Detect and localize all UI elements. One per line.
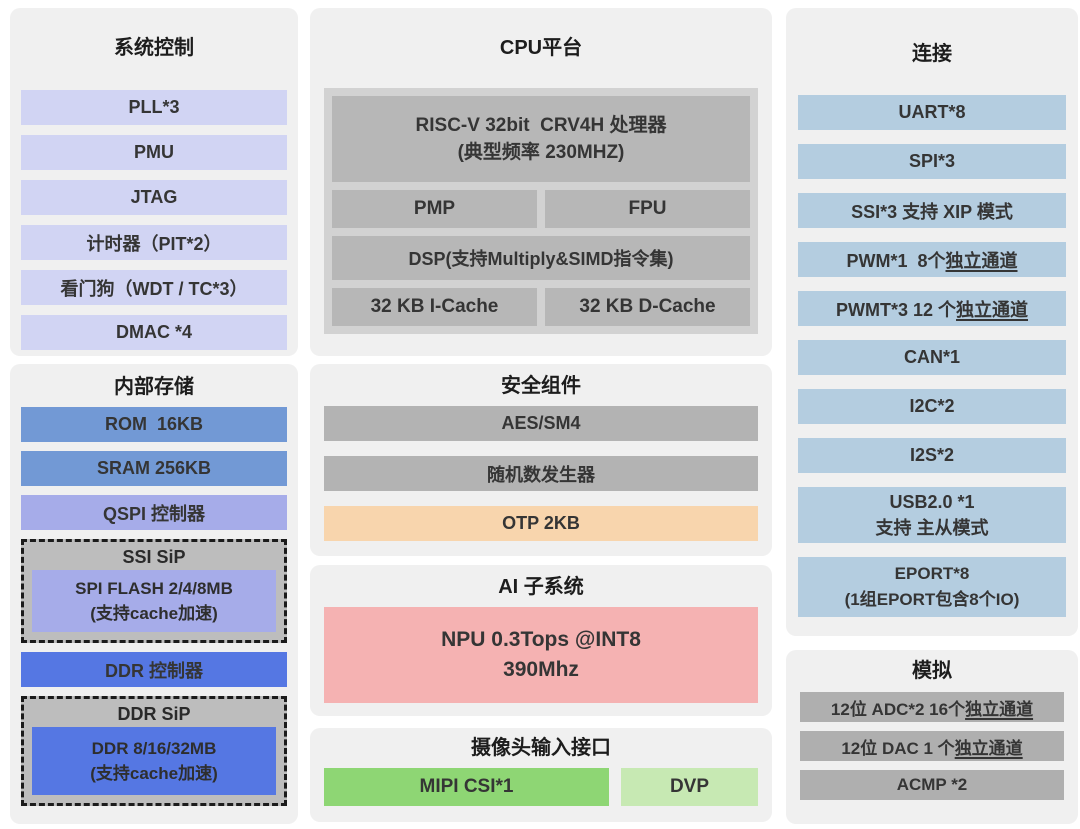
- block-icache: 32 KB I-Cache: [332, 288, 537, 326]
- spi-flash-line1: SPI FLASH 2/4/8MB: [75, 579, 233, 598]
- block-timer-pit: 计时器（PIT*2）: [21, 225, 287, 260]
- riscv-line1: RISC-V 32bit CRV4H 处理器: [415, 115, 667, 136]
- adc-channels: 独立通道: [965, 699, 1034, 719]
- block-mipi-csi: MIPI CSI*1: [324, 768, 609, 806]
- security-rows: AES/SM4 随机数发生器 OTP 2KB: [324, 406, 758, 541]
- analog-title: 模拟: [912, 660, 952, 682]
- panel-connectivity: 连接 UART*8 SPI*3 SSI*3 支持 XIP 模式 PWM*1 8个…: [786, 8, 1078, 636]
- camera-blocks-row: MIPI CSI*1 DVP: [324, 768, 758, 806]
- group-ddr-sip: DDR SiP DDR 8/16/32MB (支持cache加速): [21, 696, 287, 806]
- block-spi-flash: SPI FLASH 2/4/8MB (支持cache加速): [32, 570, 276, 632]
- block-eport: EPORT*8 (1组EPORT包含8个IO): [798, 557, 1066, 617]
- eport-line2: (1组EPORT包含8个IO): [844, 590, 1020, 609]
- block-fpu: FPU: [545, 190, 750, 228]
- block-otp: OTP 2KB: [324, 506, 758, 541]
- block-aes-sm4: AES/SM4: [324, 406, 758, 441]
- connectivity-title: 连接: [912, 43, 952, 65]
- block-riscv-processor: RISC-V 32bit CRV4H 处理器 (典型频率 230MHZ): [332, 96, 750, 182]
- block-pmp: PMP: [332, 190, 537, 228]
- block-dvp: DVP: [621, 768, 758, 806]
- npu-line2: 390Mhz: [503, 658, 579, 681]
- analog-rows: 12位 ADC*2 16个独立通道 12位 DAC 1 个独立通道 ACMP *…: [800, 692, 1064, 800]
- ddr-sip-title: DDR SiP: [117, 704, 191, 724]
- block-rng: 随机数发生器: [324, 456, 758, 491]
- internal-storage-title: 内部存储: [114, 376, 194, 398]
- block-dmac: DMAC *4: [21, 315, 287, 350]
- internal-storage-rows: ROM 16KB SRAM 256KB QSPI 控制器 SSI SiP SPI…: [21, 407, 287, 806]
- riscv-line2: (典型频率 230MHZ): [457, 142, 625, 163]
- system-control-rows: PLL*3 PMU JTAG 计时器（PIT*2） 看门狗（WDT / TC*3…: [21, 90, 287, 350]
- block-ssi-xip: SSI*3 支持 XIP 模式: [798, 193, 1066, 228]
- block-watchdog: 看门狗（WDT / TC*3）: [21, 270, 287, 305]
- block-pll: PLL*3: [21, 90, 287, 125]
- block-qspi-controller: QSPI 控制器: [21, 495, 287, 530]
- pwm-channels: 独立通道: [945, 250, 1018, 271]
- cpu-platform-title: CPU平台: [499, 37, 583, 59]
- block-dsp: DSP(支持Multiply&SIMD指令集): [332, 236, 750, 280]
- spi-flash-line2: (支持cache加速): [90, 604, 218, 623]
- block-dcache: 32 KB D-Cache: [545, 288, 750, 326]
- ssi-sip-title: SSI SiP: [122, 547, 186, 567]
- usb-line1: USB2.0 *1: [889, 492, 975, 512]
- adc-label: 12位 ADC*2 16个: [830, 699, 966, 719]
- block-uart: UART*8: [798, 95, 1066, 130]
- pwmt-label: PWMT*3 12 个: [835, 299, 957, 320]
- block-pmu: PMU: [21, 135, 287, 170]
- group-ssi-sip: SSI SiP SPI FLASH 2/4/8MB (支持cache加速): [21, 539, 287, 643]
- block-rom: ROM 16KB: [21, 407, 287, 442]
- panel-camera-input: 摄像头输入接口 MIPI CSI*1 DVP: [310, 728, 772, 822]
- block-i2c: I2C*2: [798, 389, 1066, 424]
- block-dac: 12位 DAC 1 个独立通道: [800, 731, 1064, 761]
- panel-analog: 模拟 12位 ADC*2 16个独立通道 12位 DAC 1 个独立通道 ACM…: [786, 650, 1078, 824]
- block-adc: 12位 ADC*2 16个独立通道: [800, 692, 1064, 722]
- block-can: CAN*1: [798, 340, 1066, 375]
- usb-line2: 支持 主从模式: [875, 518, 989, 538]
- block-acmp: ACMP *2: [800, 770, 1064, 800]
- ai-subsystem-title: AI 子系统: [498, 576, 584, 598]
- cpu-container: RISC-V 32bit CRV4H 处理器 (典型频率 230MHZ) PMP…: [324, 88, 758, 334]
- block-ddr-controller: DDR 控制器: [21, 652, 287, 687]
- block-i2s: I2S*2: [798, 438, 1066, 473]
- camera-input-title: 摄像头输入接口: [471, 737, 611, 759]
- pwm-label: PWM*1 8个: [846, 250, 946, 271]
- panel-cpu-platform: CPU平台 RISC-V 32bit CRV4H 处理器 (典型频率 230MH…: [310, 8, 772, 356]
- block-usb: USB2.0 *1 支持 主从模式: [798, 487, 1066, 543]
- block-sram: SRAM 256KB: [21, 451, 287, 486]
- panel-ai-subsystem: AI 子系统 NPU 0.3Tops @INT8 390Mhz: [310, 565, 772, 716]
- ddr-memory-line1: DDR 8/16/32MB: [91, 739, 217, 758]
- block-pwm: PWM*1 8个独立通道: [798, 242, 1066, 277]
- cpu-cache-row: 32 KB I-Cache 32 KB D-Cache: [332, 288, 750, 326]
- block-ddr-memory: DDR 8/16/32MB (支持cache加速): [32, 727, 276, 795]
- panel-system-control: 系统控制 PLL*3 PMU JTAG 计时器（PIT*2） 看门狗（WDT /…: [10, 8, 298, 356]
- panel-security: 安全组件 AES/SM4 随机数发生器 OTP 2KB: [310, 364, 772, 556]
- ddr-memory-line2: (支持cache加速): [90, 764, 218, 783]
- panel-internal-storage: 内部存储 ROM 16KB SRAM 256KB QSPI 控制器 SSI Si…: [10, 364, 298, 824]
- block-spi: SPI*3: [798, 144, 1066, 179]
- eport-line1: EPORT*8: [894, 564, 970, 583]
- cpu-pmp-fpu-row: PMP FPU: [332, 190, 750, 228]
- dac-channels: 独立通道: [954, 738, 1023, 758]
- block-pwmt: PWMT*3 12 个独立通道: [798, 291, 1066, 326]
- block-npu: NPU 0.3Tops @INT8 390Mhz: [324, 607, 758, 703]
- connectivity-rows: UART*8 SPI*3 SSI*3 支持 XIP 模式 PWM*1 8个独立通…: [798, 95, 1066, 617]
- npu-line1: NPU 0.3Tops @INT8: [441, 628, 641, 651]
- dac-label: 12位 DAC 1 个: [841, 738, 955, 758]
- block-jtag: JTAG: [21, 180, 287, 215]
- pwmt-channels: 独立通道: [956, 299, 1029, 320]
- system-control-title: 系统控制: [114, 37, 194, 59]
- security-title: 安全组件: [501, 375, 581, 397]
